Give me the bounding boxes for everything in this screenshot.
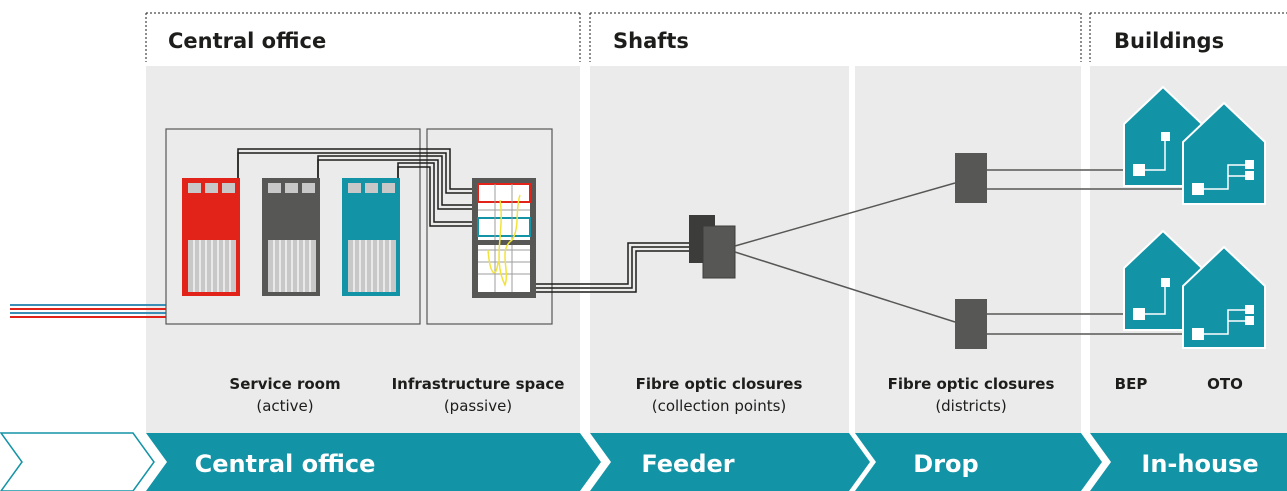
stage-label-in-house: In-house [1141,450,1258,478]
server-grey [262,178,320,296]
stage-label-central-office: Central office [195,450,376,478]
panel-drop [855,66,1081,433]
label-bep: BEP [1115,375,1148,393]
label-service-room: Service room [229,375,340,393]
in-house-lines [987,169,1196,335]
patch-cables [237,148,478,227]
stage-drop [855,433,1102,491]
stage-in-house [1090,433,1287,491]
label-closures-districts: Fibre optic closures [888,375,1055,393]
patch-rack [472,178,536,298]
label-oto: OTO [1207,375,1243,393]
infrastructure-space-box [426,128,553,325]
incoming-fibre-lines [10,304,166,318]
building-lower-front [1182,245,1266,349]
drop-lines [734,182,956,323]
feeder-cable [536,242,694,293]
stage-central-office [146,433,601,491]
server-teal [342,178,400,296]
building-upper-front [1182,101,1266,205]
stage-arrow-empty [0,432,155,491]
stage-feeder [590,433,870,491]
stage-label-feeder: Feeder [641,450,734,478]
service-room-box [165,128,421,325]
label-infrastructure-space-sub: (passive) [444,397,512,415]
label-service-room-sub: (active) [256,397,313,415]
closure-district-upper [955,153,987,203]
label-closures-collection: Fibre optic closures [636,375,803,393]
closure-collection-point [689,215,736,279]
closure-district-lower [955,299,987,349]
section-title-buildings: Buildings [1114,29,1224,53]
stage-band [0,432,1287,491]
label-closures-districts-sub: (districts) [935,397,1006,415]
section-title-shafts: Shafts [613,29,689,53]
server-red [182,178,240,296]
section-title-central-office: Central office [168,29,326,53]
header-dividers [145,12,1287,62]
label-closures-collection-sub: (collection points) [652,397,787,415]
stage-label-drop: Drop [913,450,978,478]
label-infrastructure-space: Infrastructure space [392,375,565,393]
